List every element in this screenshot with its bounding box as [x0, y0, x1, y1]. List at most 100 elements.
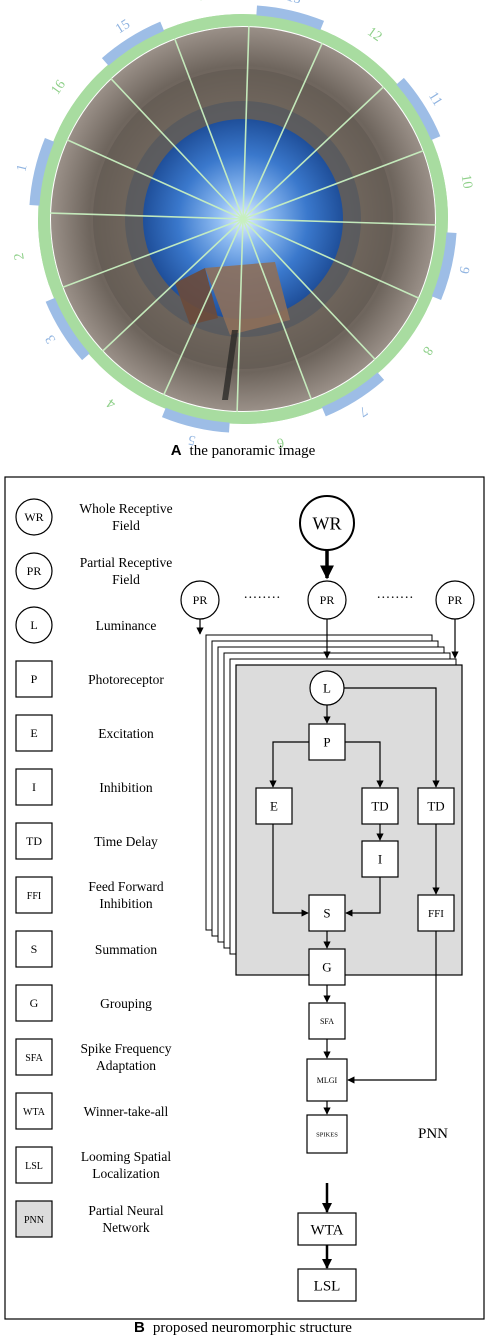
- legend-symbol: [15, 1038, 53, 1076]
- green-band: [38, 14, 448, 424]
- sector-arc-15: [101, 21, 165, 66]
- sector-label-1: 1: [14, 163, 30, 173]
- legend-label: Luminance: [96, 618, 157, 633]
- sector-line: [242, 218, 376, 361]
- legend-abbr: TD: [26, 834, 42, 848]
- node-wr-label: WR: [313, 513, 342, 533]
- sector-label-7: 7: [356, 403, 370, 419]
- legend-label: Summation: [95, 942, 158, 957]
- sector-label-9: 9: [455, 265, 471, 275]
- sector-line: [242, 86, 385, 220]
- legend-symbol: [15, 606, 53, 644]
- sector-line: [110, 77, 244, 220]
- sector-label-5: 5: [187, 431, 197, 447]
- node-g: [308, 948, 346, 986]
- sector-label-11: 11: [425, 89, 445, 108]
- sector-label-4: 4: [104, 395, 118, 411]
- sector-ring: 12345678910111213141516: [12, 0, 475, 450]
- legend-item-td: TD Time Delay: [15, 822, 158, 860]
- legend-symbol: [15, 660, 53, 698]
- sector-arc-13: [256, 5, 325, 31]
- sector-line: [242, 218, 313, 400]
- legend-abbr: SFA: [25, 1053, 43, 1064]
- legend-abbr: G: [30, 996, 39, 1010]
- legend-label: Time Delay: [94, 834, 158, 849]
- sector-line: [62, 218, 244, 289]
- node-p: [308, 723, 346, 761]
- sector-label-12: 12: [364, 25, 384, 45]
- node-s: [308, 894, 346, 932]
- node-lsl: [297, 1268, 357, 1302]
- sector-line: [242, 218, 436, 226]
- node-pr-left-label: PR: [193, 593, 208, 607]
- sector-line: [236, 218, 244, 412]
- sector-line: [163, 218, 244, 396]
- node-td-label: TD: [371, 799, 388, 814]
- node-mlgi: [306, 1058, 348, 1102]
- node-l-label: L: [323, 681, 331, 696]
- node-lsl-label: LSL: [314, 1278, 341, 1294]
- panorama-building-side: [175, 268, 218, 325]
- legend-symbol: [15, 930, 53, 968]
- legend-label: Photoreceptor: [88, 672, 164, 687]
- legend-abbr: E: [30, 726, 37, 740]
- legend-abbr: FFI: [27, 891, 41, 902]
- flow-arrow: [344, 687, 440, 788]
- node-e: [255, 787, 293, 825]
- sector-arc-4: [98, 356, 158, 403]
- sector-label-6: 6: [276, 434, 285, 450]
- pnn-label: PNN: [418, 1126, 448, 1142]
- node-i: [361, 840, 399, 878]
- sector-arc-3: [45, 297, 90, 361]
- legend-abbr: LSL: [25, 1161, 43, 1172]
- node-i-label: I: [378, 852, 382, 867]
- sector-arc-2: [38, 219, 61, 285]
- sector-line: [173, 38, 244, 220]
- sector-line: [242, 26, 250, 220]
- node-pr-right-label: PR: [448, 593, 463, 607]
- node-p-label: P: [323, 735, 330, 750]
- sector-arc-16: [59, 74, 106, 134]
- node-ffi-label: FFI: [428, 908, 444, 920]
- node-td: [361, 787, 399, 825]
- node-wta-label: WTA: [311, 1222, 344, 1238]
- sector-label-8: 8: [419, 343, 435, 357]
- node-td-right-label: TD: [427, 799, 444, 814]
- panorama-shadow: [222, 330, 238, 400]
- sector-label-14: 14: [198, 0, 214, 4]
- node-s-label: S: [323, 906, 330, 921]
- flow-arrow: [345, 741, 384, 788]
- sector-arc-1: [29, 137, 55, 206]
- legend-symbol: [15, 876, 53, 914]
- flow-arrow: [345, 877, 381, 917]
- legend-symbol: [15, 552, 53, 590]
- sector-arc-10: [425, 153, 448, 219]
- sector-line: [101, 218, 244, 352]
- sector-lines: [50, 26, 436, 412]
- sector-arc-6: [243, 401, 309, 424]
- legend-abbr: WTA: [23, 1107, 46, 1118]
- ellipsis-dots: ········: [243, 591, 280, 606]
- sector-label-15: 15: [113, 17, 133, 37]
- node-ffi: [417, 894, 455, 932]
- legend-symbol: [15, 498, 53, 536]
- node-td-right: [417, 787, 455, 825]
- legend-label: Inhibition: [99, 780, 152, 795]
- sector-label-16: 16: [49, 78, 69, 98]
- legend-symbol: [15, 714, 53, 752]
- sector-arc-9: [431, 232, 457, 301]
- node-sfa: [308, 1002, 346, 1040]
